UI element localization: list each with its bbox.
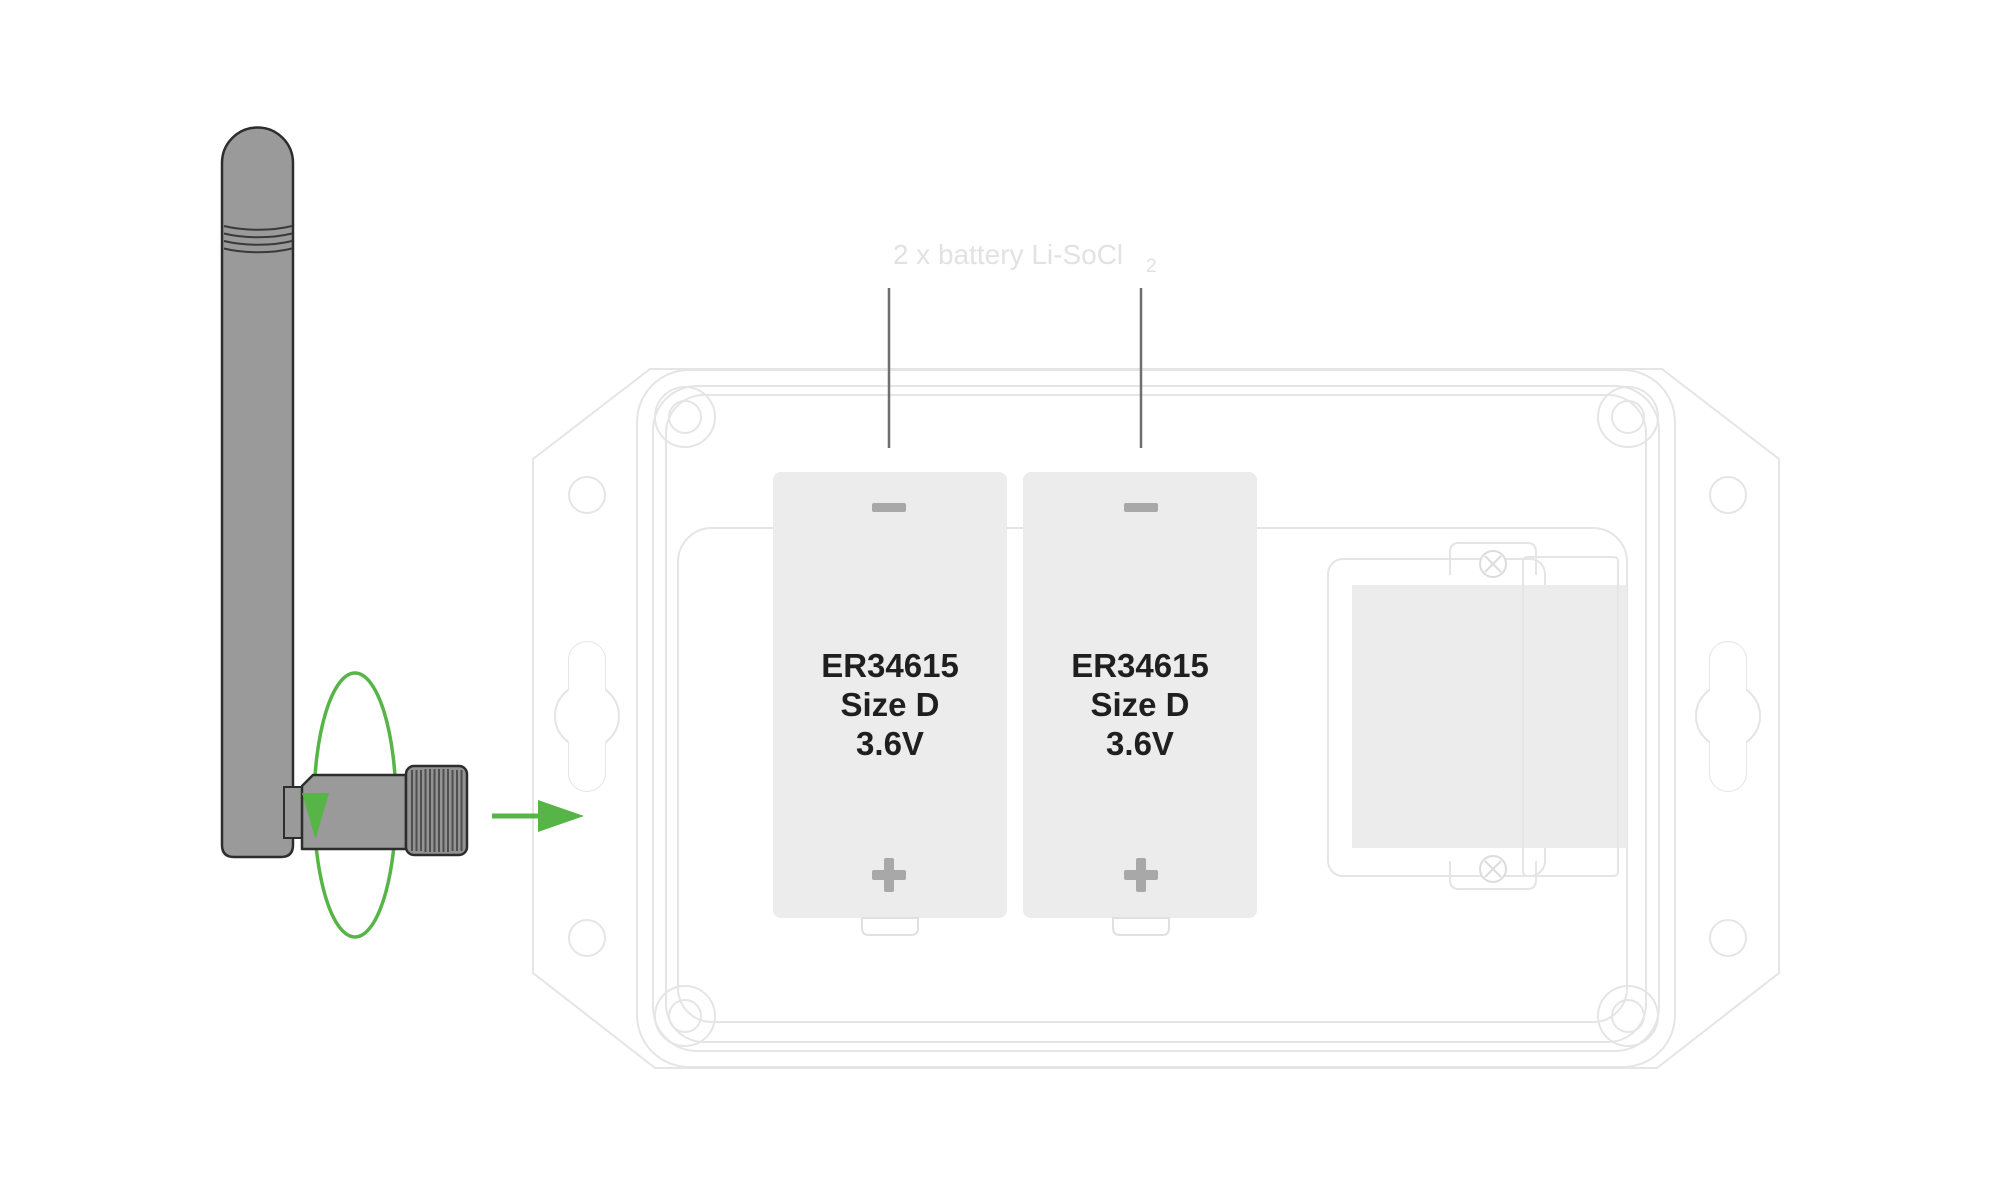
flange-hole-bottom-left bbox=[568, 919, 606, 957]
module-screw-bottom-icon bbox=[1479, 855, 1507, 883]
corner-screw-top-left bbox=[654, 386, 716, 448]
negative-terminal-icon bbox=[872, 503, 906, 512]
battery-body bbox=[1023, 472, 1257, 918]
rotation-arrowhead-icon bbox=[302, 793, 329, 839]
insert-direction-arrow-icon bbox=[492, 800, 584, 832]
knurl-ridges bbox=[411, 769, 463, 852]
antenna-hinge-step bbox=[283, 786, 303, 839]
battery-size-label: Size D bbox=[840, 686, 939, 723]
keyhole-mount-slot-right bbox=[1695, 641, 1761, 792]
keyhole-mount-slot-left bbox=[554, 641, 620, 792]
positive-terminal-icon bbox=[1124, 858, 1158, 892]
connector-module bbox=[1327, 542, 1627, 890]
antenna-illustration bbox=[220, 126, 584, 939]
module-screw-tab-top bbox=[1449, 542, 1537, 575]
battery-voltage-label: 3.6V bbox=[1106, 725, 1174, 762]
battery-cell-1: ER34615 Size D 3.6V bbox=[773, 472, 1007, 936]
battery-size-label: Size D bbox=[1090, 686, 1189, 723]
battery-model-label: ER34615 bbox=[821, 647, 959, 684]
battery-callout: 2 x battery Li-SoCl 2 bbox=[887, 239, 1157, 448]
negative-terminal-icon bbox=[1124, 503, 1158, 512]
callout-caption-subscript: 2 bbox=[1146, 256, 1157, 277]
battery-body bbox=[773, 472, 1007, 918]
flange-hole-top-left bbox=[568, 476, 606, 514]
corner-screw-bottom-right bbox=[1597, 985, 1659, 1047]
battery-voltage-label: 3.6V bbox=[856, 725, 924, 762]
battery-compartment: ER34615 Size D 3.6V ER34615 Size D 3.6V bbox=[773, 472, 1257, 936]
lid-rim-outer bbox=[652, 385, 1660, 1052]
battery-cell-2: ER34615 Size D 3.6V bbox=[1023, 472, 1257, 936]
battery-model-label: ER34615 bbox=[1071, 647, 1209, 684]
battery-contact-tab bbox=[861, 917, 919, 936]
callout-caption: 2 x battery Li-SoCl bbox=[893, 239, 1123, 270]
module-inner-plate bbox=[1352, 585, 1627, 848]
mounting-plate-outline bbox=[532, 368, 1780, 1069]
device-enclosure bbox=[532, 368, 1780, 1069]
lid-rim-inner bbox=[665, 394, 1647, 1043]
module-screw-tab-bottom bbox=[1449, 861, 1537, 890]
body-outline bbox=[636, 369, 1676, 1068]
module-screw-top-icon bbox=[1479, 550, 1507, 578]
module-card bbox=[1522, 556, 1619, 877]
battery-contact-tab bbox=[1112, 917, 1170, 936]
corner-screw-bottom-left bbox=[654, 985, 716, 1047]
flange-hole-top-right bbox=[1709, 476, 1747, 514]
positive-terminal-icon bbox=[872, 858, 906, 892]
corner-screw-top-right bbox=[1597, 386, 1659, 448]
antenna-body bbox=[220, 126, 295, 859]
flange-hole-bottom-right bbox=[1709, 919, 1747, 957]
antenna-ridges bbox=[223, 225, 293, 254]
